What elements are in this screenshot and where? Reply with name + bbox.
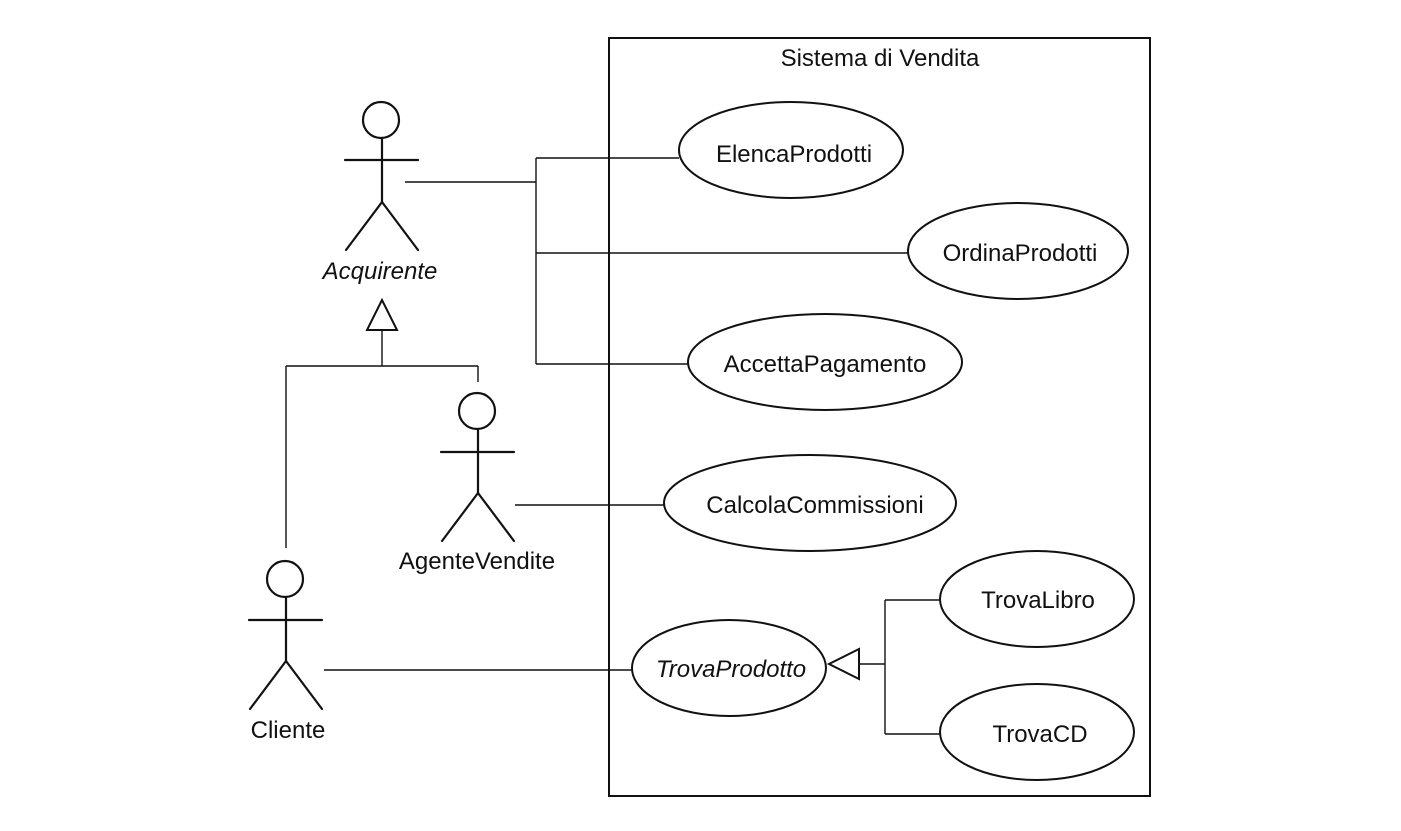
system-boundary	[608, 37, 1151, 797]
usecase-label: ElencaProdotti	[716, 141, 872, 168]
actor-agente-vendite: AgenteVendite	[399, 391, 555, 575]
usecase-ordina-prodotti: OrdinaProdotti	[907, 202, 1129, 300]
usecase-elenca-prodotti: ElencaProdotti	[678, 101, 904, 199]
generalization-arrowhead	[826, 647, 860, 681]
stick-figure-icon	[439, 391, 516, 543]
usecase-trova-cd: TrovaCD	[939, 683, 1135, 781]
actor-cliente: Cliente	[247, 559, 326, 744]
usecase-label: AccettaPagamento	[724, 351, 927, 378]
usecase-label: TrovaCD	[992, 721, 1087, 748]
actor-label: AgenteVendite	[399, 548, 555, 575]
usecase-trova-libro: TrovaLibro	[939, 550, 1135, 648]
stick-figure-icon	[247, 559, 324, 711]
usecase-label: TrovaLibro	[981, 587, 1095, 614]
actor-label: Cliente	[251, 717, 326, 744]
usecase-accetta-pagamento: AccettaPagamento	[687, 313, 963, 411]
stick-figure-icon	[343, 100, 420, 252]
system-title: Sistema di Vendita	[781, 45, 980, 72]
usecase-label: CalcolaCommissioni	[706, 492, 923, 519]
usecase-label: TrovaProdotto	[656, 656, 806, 683]
actor-acquirente: Acquirente	[321, 100, 438, 285]
acquirente-associations	[405, 157, 908, 365]
usecase-label: OrdinaProdotti	[943, 240, 1098, 267]
usecase-calcola-commissioni: CalcolaCommissioni	[663, 454, 957, 552]
actor-generalization	[285, 297, 479, 548]
actor-label: Acquirente	[321, 258, 438, 285]
usecase-trova-prodotto: TrovaProdotto	[631, 619, 827, 717]
usecase-generalization	[826, 599, 941, 735]
generalization-arrowhead	[365, 297, 399, 331]
